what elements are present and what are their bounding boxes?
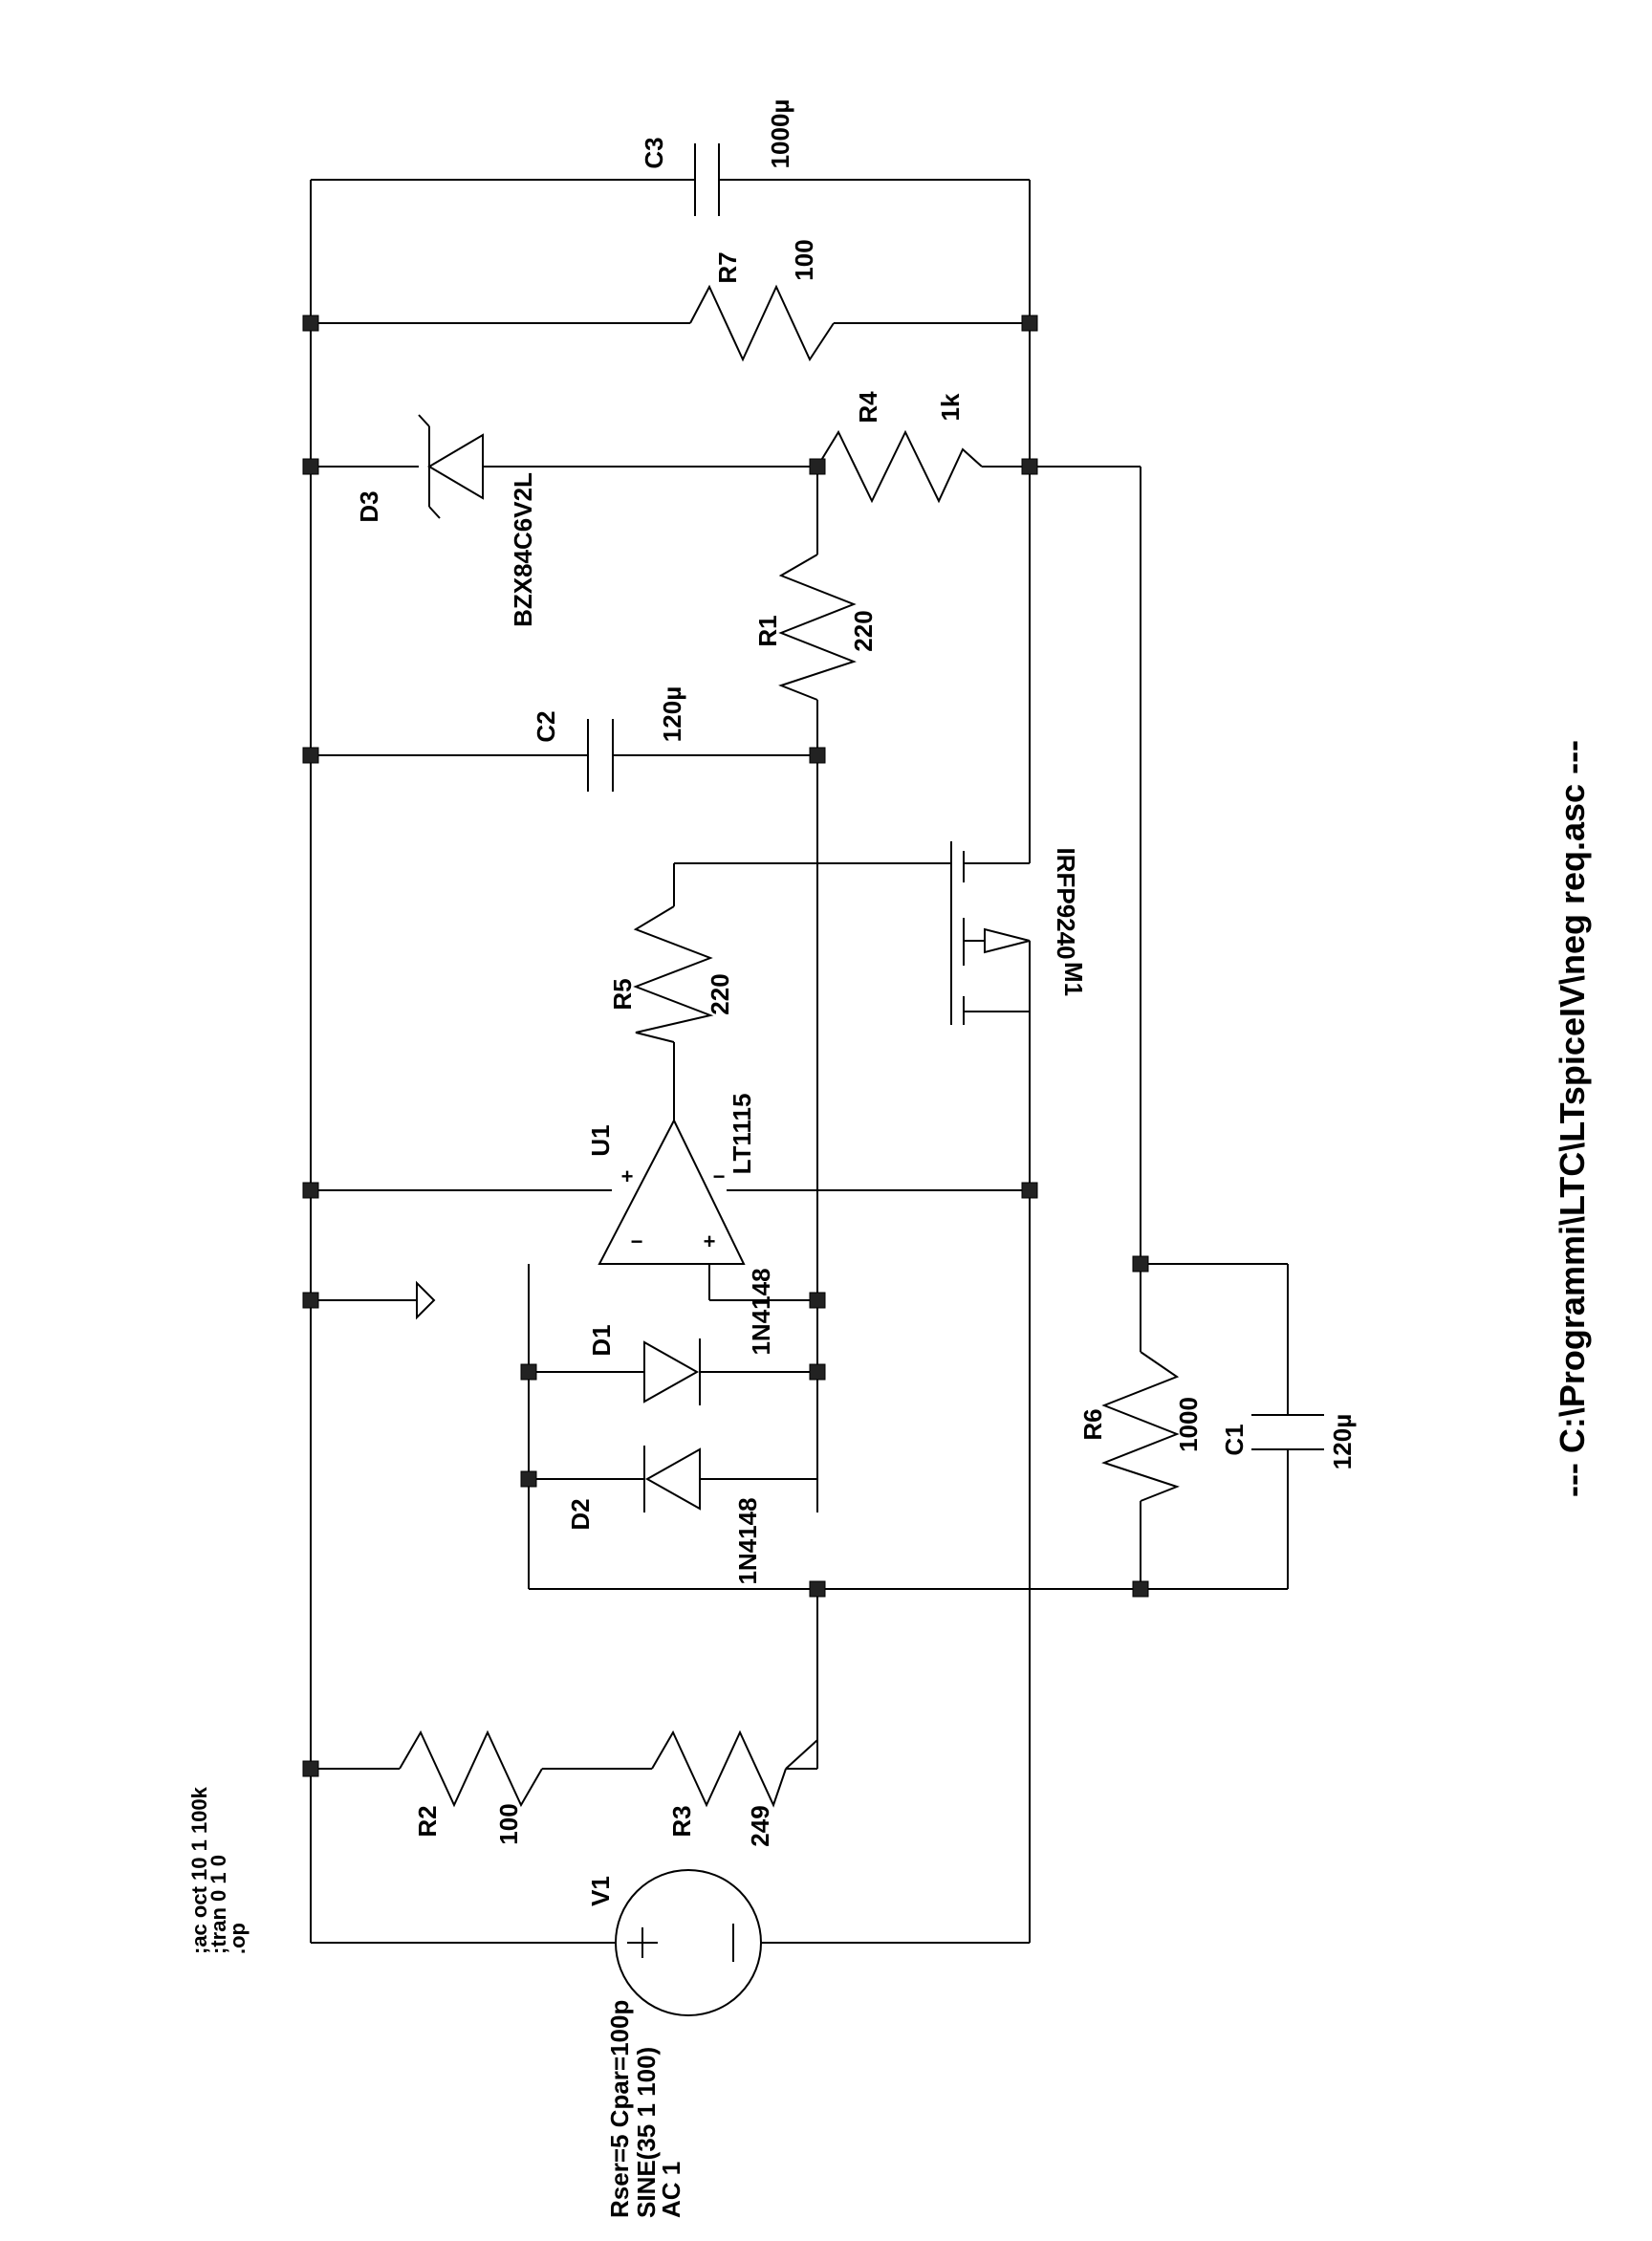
- opamp-plus-top-label: +: [621, 1164, 634, 1188]
- label-c3-ref: C3: [640, 137, 668, 168]
- labels: C3 1000µ R7 100 R4 1k D3 BZX84C6V2L R1 2…: [187, 99, 1592, 2218]
- opamp-plus-bottom-label: +: [704, 1229, 716, 1253]
- label-v1-ref: V1: [586, 1876, 615, 1906]
- capacitor-c2: [587, 719, 614, 792]
- mosfet-m1: [950, 841, 1031, 1025]
- label-c1-value: 120µ: [1328, 1414, 1357, 1469]
- label-r2-ref: R2: [413, 1805, 442, 1837]
- directive-ac: ;ac oct 10 1 100k: [187, 1786, 211, 1954]
- label-m1-value: IRFP9240: [1052, 847, 1080, 959]
- junctions: [302, 315, 1149, 1777]
- label-v1-source-sine: SINE(35 1 100): [632, 2047, 661, 2218]
- label-c2-value: 120µ: [658, 686, 686, 742]
- directive-op: .op: [226, 1923, 250, 1954]
- label-d3-value: BZX84C6V2L: [509, 472, 537, 627]
- ground-symbol: [416, 1280, 436, 1320]
- label-r1-value: 220: [849, 610, 878, 651]
- zener-diode-d3: [418, 414, 484, 519]
- label-d2-value: 1N4148: [733, 1497, 762, 1584]
- diode-d1: [643, 1338, 701, 1405]
- label-r4-value: 1k: [936, 393, 965, 421]
- label-v1-source-ac: AC 1: [657, 2162, 685, 2218]
- label-u1-ref: U1: [586, 1124, 615, 1156]
- label-c2-ref: C2: [532, 710, 560, 742]
- label-d3-ref: D3: [355, 490, 383, 522]
- voltage-source-v1: [615, 1869, 762, 2016]
- resistor-r5: [633, 905, 714, 1043]
- resistor-r2: [399, 1730, 543, 1808]
- label-r2-value: 100: [494, 1803, 523, 1844]
- resistor-r3: [651, 1730, 787, 1808]
- capacitor-c3: [694, 143, 720, 216]
- label-r6-ref: R6: [1078, 1408, 1107, 1440]
- opamp-minus-bottom-label: −: [631, 1229, 643, 1253]
- resistor-r6: [1101, 1351, 1180, 1502]
- label-d2-ref: D2: [566, 1498, 595, 1530]
- diode-d2: [643, 1446, 701, 1512]
- label-c1-ref: C1: [1220, 1424, 1249, 1455]
- label-d1-value: 1N4148: [747, 1268, 775, 1355]
- page-title: --- C:\Programmi\LTC\LTspiceIV\neg req.a…: [1553, 740, 1592, 1497]
- wires: [310, 179, 1289, 1944]
- label-v1-parasitics: Rser=5 Cpar=100p: [605, 2000, 634, 2218]
- label-r6-value: 1000: [1174, 1397, 1203, 1452]
- label-r4-ref: R4: [854, 391, 882, 424]
- label-u1-value: LT1115: [728, 1094, 756, 1175]
- label-d1-ref: D1: [587, 1324, 616, 1356]
- capacitor-c1: [1251, 1414, 1324, 1450]
- label-r1-ref: R1: [753, 615, 782, 646]
- opamp-minus-top-label: −: [713, 1164, 726, 1188]
- label-c3-value: 1000µ: [766, 99, 794, 169]
- label-r5-value: 220: [706, 973, 734, 1014]
- label-r5-ref: R5: [608, 978, 637, 1010]
- opamp-u1: + − − +: [598, 1118, 746, 1265]
- label-m1-ref: M1: [1059, 962, 1088, 996]
- directive-tran: ;tran 0 1 0: [206, 1855, 230, 1954]
- resistor-r7: [689, 284, 835, 362]
- resistor-r4: [816, 429, 983, 504]
- label-r3-value: 249: [746, 1805, 774, 1846]
- label-r7-value: 100: [790, 239, 818, 280]
- label-r7-ref: R7: [713, 251, 742, 283]
- resistor-r1: [778, 554, 857, 701]
- label-r3-ref: R3: [667, 1805, 696, 1837]
